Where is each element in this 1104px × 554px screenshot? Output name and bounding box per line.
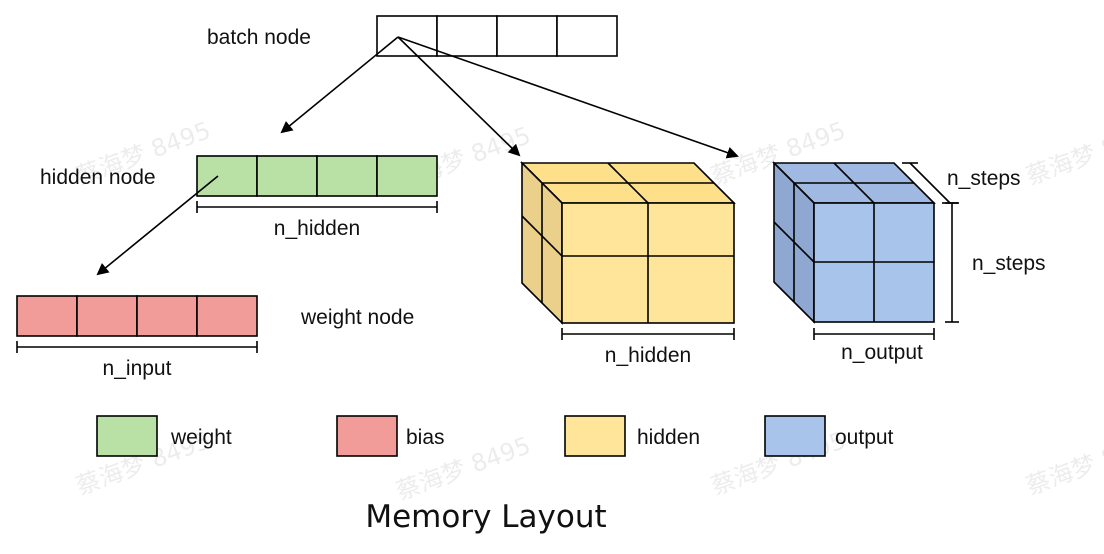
- hidden-node-cell: [376, 155, 438, 197]
- hidden-node-cell: [256, 155, 318, 197]
- legend-label-weight: weight: [170, 426, 232, 449]
- batch-node-cell: [436, 15, 498, 57]
- batch-node-cell: [496, 15, 558, 57]
- hidden-node-dimension-bracket: [196, 201, 438, 213]
- weight-node-cell: [136, 295, 198, 337]
- output-cube: [772, 161, 936, 324]
- legend: weight bias hidden output: [96, 415, 894, 457]
- weight-node-cell: [76, 295, 138, 337]
- depth-dim-label: n_steps: [947, 167, 1021, 190]
- hidden-node-cell: [316, 155, 378, 197]
- diagram-title: Memory Layout: [365, 499, 606, 535]
- weight-node-cell: [16, 295, 78, 337]
- batch-node-array: [376, 15, 618, 57]
- weight-node-dim-label: n_input: [103, 357, 172, 380]
- weight-node-array: [16, 295, 258, 337]
- arrow-hidden-node-to-weight-node: [96, 175, 219, 276]
- legend-label-output: output: [835, 426, 894, 449]
- hidden-node-cell: [196, 155, 258, 197]
- arrow-batch-to-hidden-node: [280, 36, 399, 134]
- batch-node-cell: [556, 15, 618, 57]
- legend-swatch-hidden: [564, 415, 626, 457]
- output-cube-dim-label: n_output: [841, 341, 923, 364]
- hidden-cube-dimension-bracket: [561, 328, 735, 340]
- hidden-node-dim-label: n_hidden: [274, 217, 360, 240]
- hidden-cube-dim-label: n_hidden: [605, 344, 691, 367]
- arrows: [96, 36, 739, 276]
- output-cube-dimension-bracket: [813, 328, 935, 340]
- legend-label-bias: bias: [406, 426, 445, 449]
- watermark: 蔡海梦 8495: [1022, 116, 1104, 190]
- hidden-cube: [520, 161, 736, 325]
- hidden-node-label: hidden node: [40, 166, 156, 189]
- legend-swatch-weight: [96, 415, 158, 457]
- legend-swatch-bias: [336, 415, 398, 457]
- height-dim-label: n_steps: [972, 252, 1046, 275]
- legend-swatch-output: [764, 415, 826, 457]
- arrow-batch-to-hidden-cube: [397, 36, 521, 157]
- batch-node-cell: [376, 15, 438, 57]
- hidden-node-array: [196, 155, 438, 197]
- weight-node-label: weight node: [300, 306, 414, 329]
- legend-label-hidden: hidden: [637, 426, 700, 449]
- weight-node-dimension-bracket: [16, 341, 258, 353]
- arrow-batch-to-output-cube: [397, 36, 739, 159]
- weight-node-cell: [196, 295, 258, 337]
- watermark: 蔡海梦 8495: [1022, 426, 1104, 500]
- height-dimension-bracket: [945, 202, 959, 323]
- batch-node-label: batch node: [207, 26, 311, 49]
